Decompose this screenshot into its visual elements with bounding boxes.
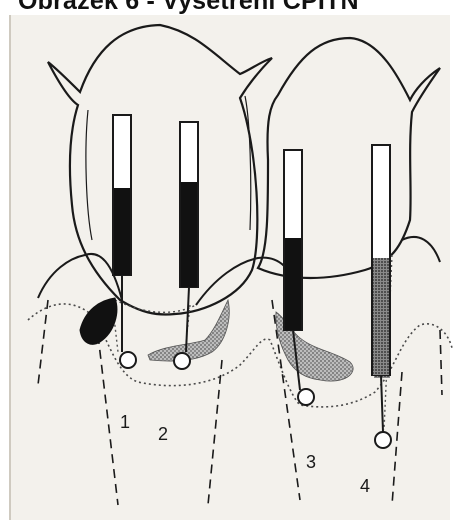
label-2: 2 <box>158 424 168 444</box>
label-4: 4 <box>360 476 370 496</box>
label-3: 3 <box>306 452 316 472</box>
label-1: 1 <box>120 412 130 432</box>
